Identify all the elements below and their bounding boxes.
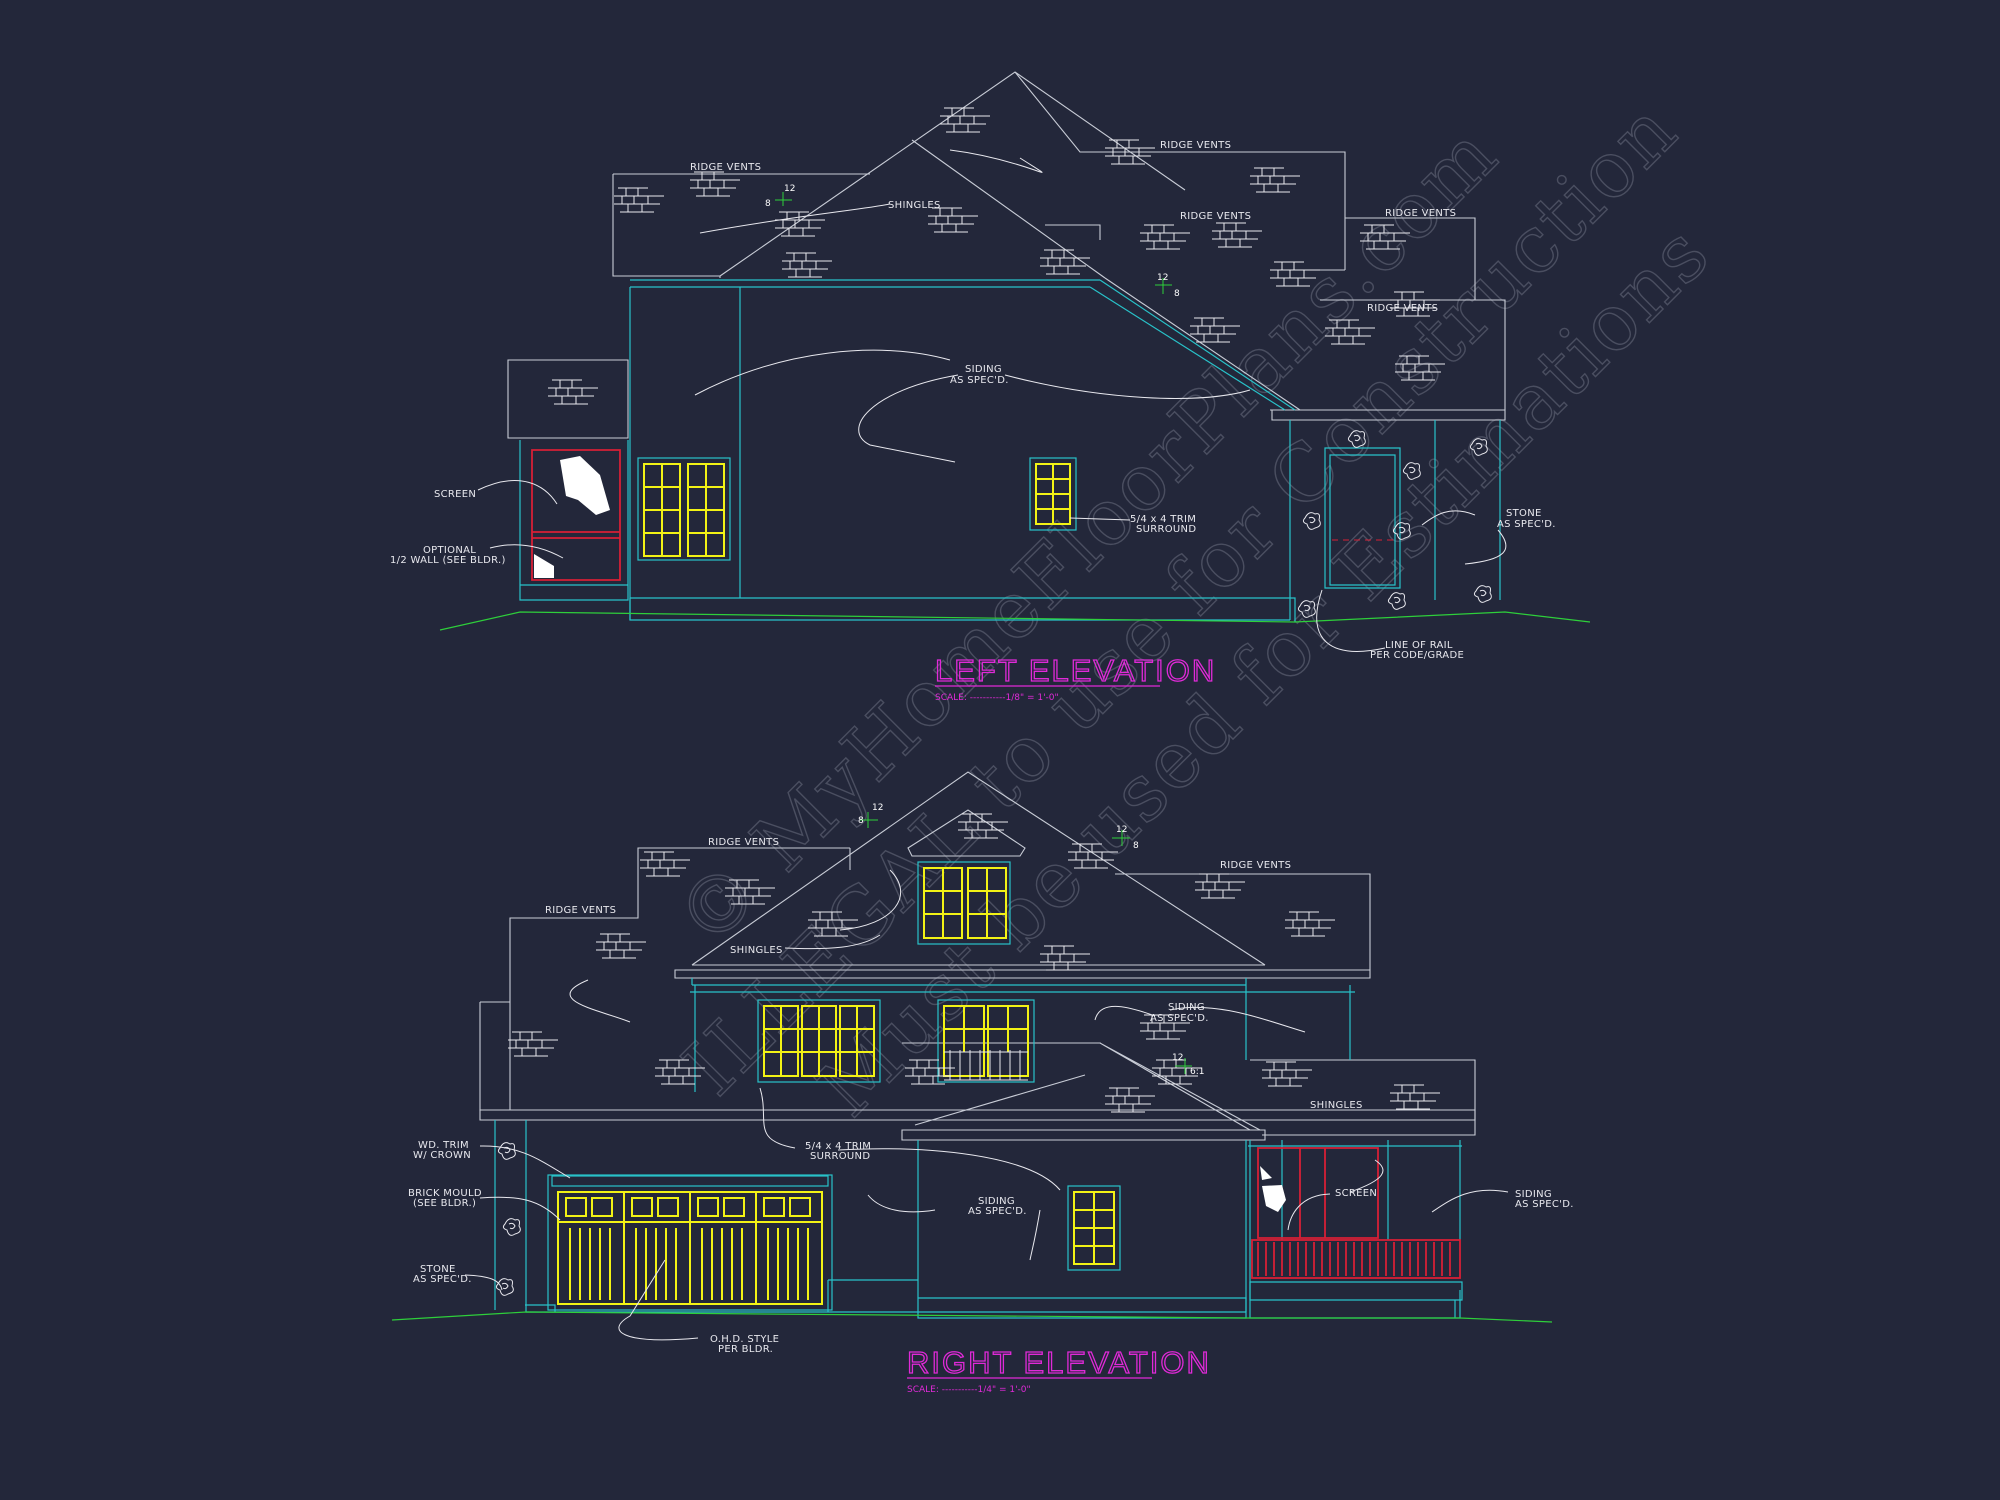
dormer-roof	[907, 809, 1026, 857]
left-pitch-symbol-b: 12 8	[1155, 273, 1180, 299]
label-brick-mould-bldr: (SEE BLDR.)	[413, 1198, 476, 1209]
label-trim: 5/4 x 4 TRIM	[805, 1141, 871, 1152]
label-line-of-rail: LINE OF RAIL	[1385, 640, 1453, 651]
label-stone-spec: AS SPEC'D.	[413, 1274, 472, 1285]
label-siding-spec: AS SPEC'D.	[968, 1206, 1027, 1217]
label-brick-mould: BRICK MOULD	[408, 1188, 482, 1199]
label-ridge-vents: RIDGE VENTS	[1180, 211, 1251, 222]
svg-text:8: 8	[858, 816, 864, 826]
label-stone: STONE	[1506, 508, 1542, 519]
svg-text:12: 12	[784, 184, 795, 194]
left-pitch-symbol-a: 8 12	[765, 184, 795, 209]
label-ridge-vents: RIDGE VENTS	[545, 905, 616, 916]
label-ridge-vents: RIDGE VENTS	[1367, 303, 1438, 314]
left-small-window	[1029, 457, 1077, 531]
upper-triple-window	[757, 999, 881, 1083]
label-siding: SIDING	[978, 1196, 1015, 1207]
label-ridge-vents: RIDGE VENTS	[1220, 860, 1291, 871]
label-shingles: SHINGLES	[888, 200, 941, 211]
label-optional: OPTIONAL	[423, 545, 476, 556]
left-elevation-title: LEFT ELEVATION	[935, 653, 1216, 688]
label-optional-wall: 1/2 WALL (SEE BLDR.)	[390, 555, 506, 566]
right-main-gable	[691, 771, 1266, 966]
right-pitch-symbol-a: 8 12	[858, 803, 883, 828]
label-siding-spec: AS SPEC'D.	[950, 375, 1009, 386]
left-elevation-scale: SCALE: -----------1/8" = 1'-0"	[935, 693, 1059, 703]
label-stone: STONE	[420, 1264, 456, 1275]
label-wd-trim: WD. TRIM	[418, 1140, 469, 1151]
svg-text:8: 8	[1133, 841, 1139, 851]
label-trim: 5/4 x 4 TRIM	[1130, 514, 1196, 525]
left-elevation-drawing: 8 12 12 8 RIDGE VENTS RIDGE VENTS RIDGE …	[390, 71, 1591, 703]
watermark-line-2: ILLEGAL to use for Construction	[667, 85, 1695, 1113]
svg-text:6:1: 6:1	[1190, 1067, 1204, 1077]
lower-small-window	[1067, 1185, 1121, 1271]
upper-double-window	[937, 999, 1035, 1083]
right-elevation-drawing: 8 12 12 8 12 6:1 RIDGE VENTS RIDGE VENTS…	[391, 771, 1574, 1395]
label-ohd-style: O.H.D. STYLE	[710, 1334, 779, 1345]
label-ohd-bldr: PER BLDR.	[718, 1344, 773, 1355]
label-siding: SIDING	[965, 364, 1002, 375]
label-ridge-vents: RIDGE VENTS	[708, 837, 779, 848]
label-screen: SCREEN	[434, 489, 476, 500]
label-trim-surround: SURROUND	[810, 1151, 870, 1162]
svg-text:8: 8	[765, 199, 771, 209]
svg-text:12: 12	[1172, 1053, 1183, 1063]
right-grade-line	[391, 1311, 1553, 1323]
left-main-wall	[629, 279, 1296, 620]
svg-text:8: 8	[1174, 289, 1180, 299]
dormer-window	[917, 861, 1011, 945]
screen-porch	[1249, 1147, 1463, 1318]
label-siding-spec: AS SPEC'D.	[1150, 1013, 1209, 1024]
left-double-window	[637, 457, 731, 561]
left-grade-line	[439, 611, 1591, 631]
label-siding-spec: AS SPEC'D.	[1515, 1199, 1574, 1210]
label-siding: SIDING	[1515, 1189, 1552, 1200]
svg-text:12: 12	[1157, 273, 1168, 283]
label-wd-trim-crown: W/ CROWN	[413, 1150, 471, 1161]
label-screen: SCREEN	[1335, 1188, 1377, 1199]
right-elevation-title: RIGHT ELEVATION	[907, 1345, 1211, 1380]
label-stone-spec: AS SPEC'D.	[1497, 519, 1556, 530]
label-trim-surround: SURROUND	[1136, 524, 1196, 535]
rear-hip-roof	[612, 173, 870, 277]
label-rail-code: PER CODE/GRADE	[1370, 650, 1464, 661]
label-shingles: SHINGLES	[1310, 1100, 1363, 1111]
garage-door	[547, 1174, 833, 1311]
screen-porch-openings	[531, 449, 621, 581]
label-ridge-vents: RIDGE VENTS	[690, 162, 761, 173]
right-pitch-symbol-c: 12 6:1	[1172, 1053, 1204, 1077]
right-pitch-symbol-b: 12 8	[1112, 825, 1139, 851]
svg-text:12: 12	[1116, 825, 1127, 835]
right-elevation-scale: SCALE: -----------1/4" = 1'-0"	[907, 1385, 1031, 1395]
svg-text:12: 12	[872, 803, 883, 813]
label-shingles: SHINGLES	[730, 945, 783, 956]
label-ridge-vents: RIDGE VENTS	[1160, 140, 1231, 151]
label-ridge-vents: RIDGE VENTS	[1385, 208, 1456, 219]
label-siding: SIDING	[1168, 1002, 1205, 1013]
